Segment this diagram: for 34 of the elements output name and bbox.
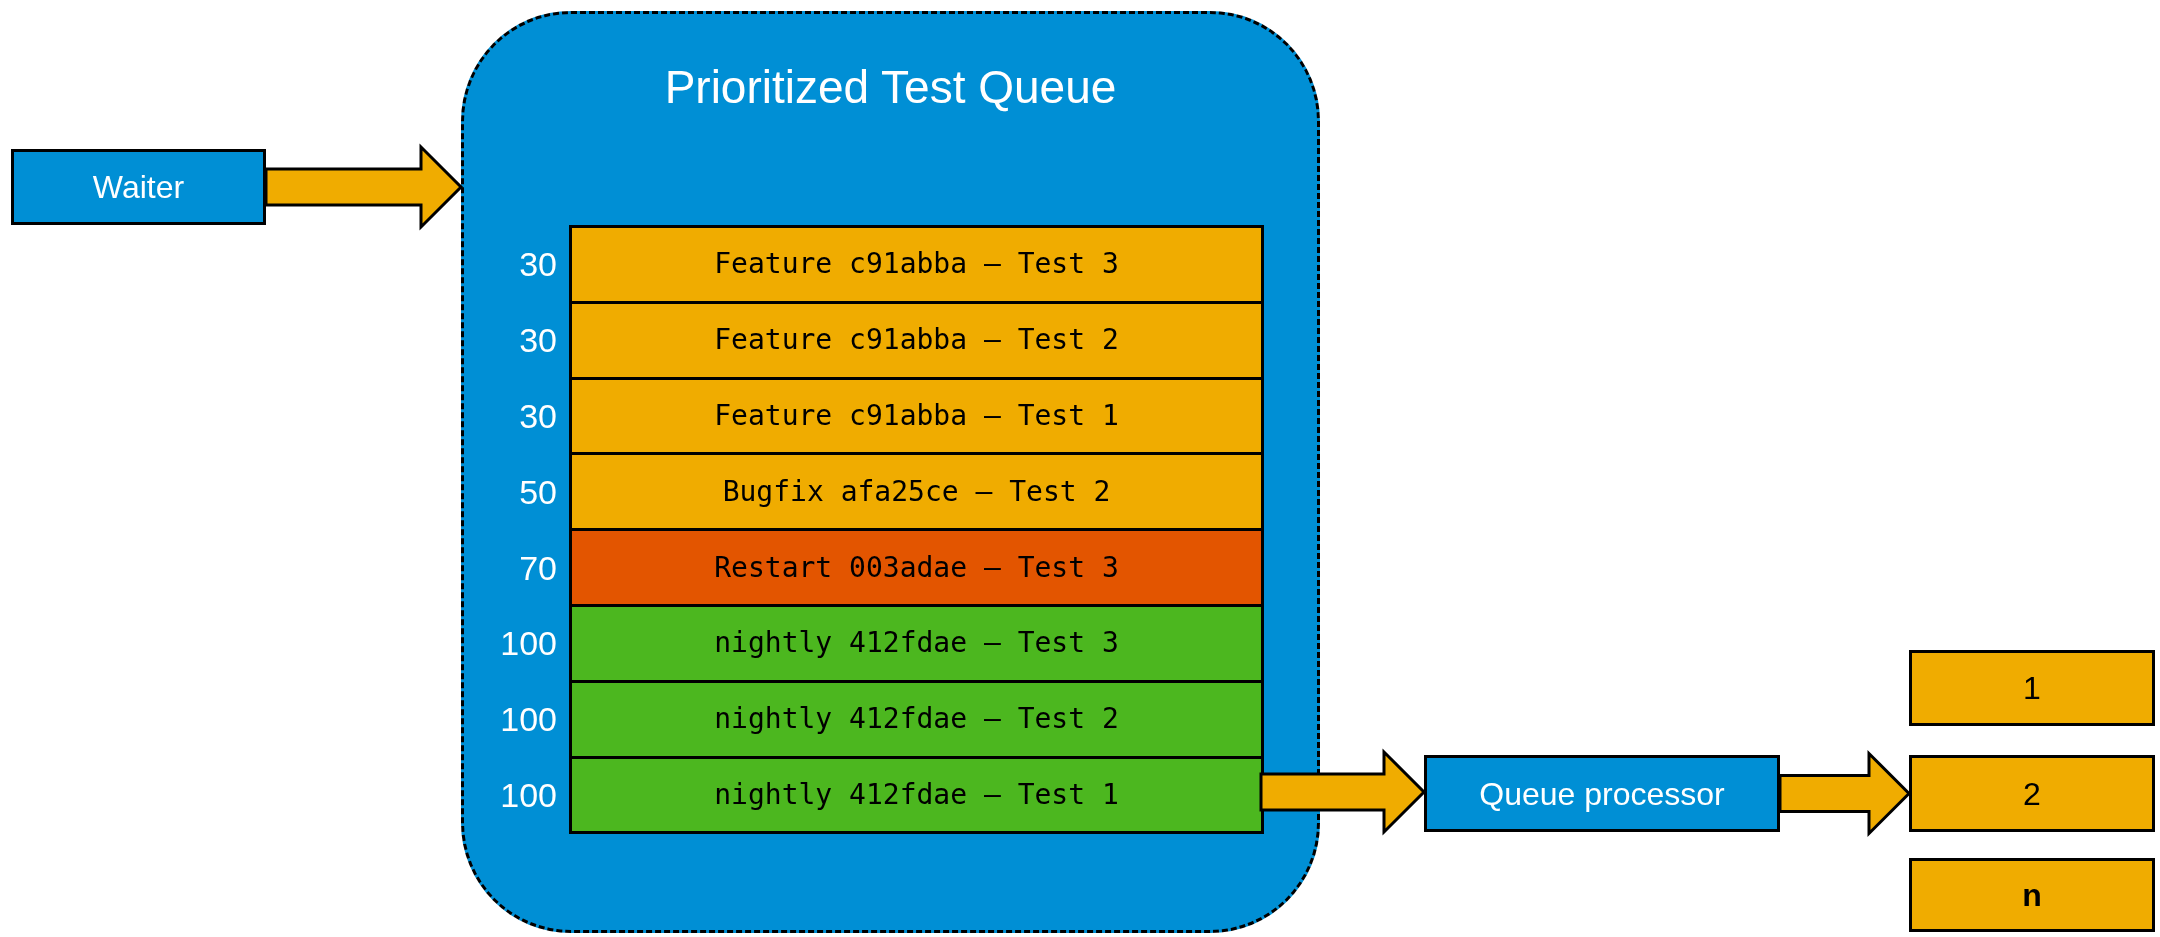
- queue-container: [461, 11, 1320, 933]
- queue-row: [569, 225, 1264, 304]
- row-label: nightly 412fdae – Test 2: [714, 701, 1119, 738]
- process-box: [11, 149, 266, 225]
- process-box: [1909, 755, 2155, 832]
- box-label: Queue processor: [1479, 774, 1725, 814]
- process-box: [1424, 755, 1780, 832]
- priority-number: 50: [518, 474, 557, 509]
- priority-number: 100: [499, 626, 557, 661]
- row-label: Bugfix afa25ce – Test 2: [722, 473, 1111, 510]
- row-label: Feature c91abba – Test 2: [714, 322, 1119, 359]
- block-arrow: [1259, 748, 1427, 836]
- box-label: Waiter: [92, 168, 185, 207]
- process-box: [1909, 858, 2155, 932]
- container-title: Prioritized Test Queue: [663, 64, 1118, 110]
- block-arrow: [1778, 749, 1912, 838]
- priority-number: 30: [518, 323, 557, 358]
- queue-row: [569, 528, 1264, 607]
- row-label: Feature c91abba – Test 1: [714, 398, 1119, 434]
- priority-number: 30: [518, 247, 557, 282]
- row-label: Feature c91abba – Test 3: [714, 246, 1119, 283]
- row-label: nightly 412fdae – Test 3: [714, 625, 1119, 662]
- box-label: 1: [2023, 669, 2041, 708]
- priority-number: 100: [499, 778, 557, 812]
- row-label: Restart 003adae – Test 3: [714, 549, 1119, 586]
- queue-row: [569, 604, 1264, 683]
- block-arrow: [264, 143, 464, 231]
- box-label: 2: [2023, 774, 2041, 814]
- row-label: nightly 412fdae – Test 1: [714, 777, 1119, 813]
- priority-number: 100: [499, 702, 557, 737]
- priority-number: 70: [518, 550, 557, 585]
- priority-number: 30: [518, 399, 557, 433]
- box-label: n: [2022, 876, 2042, 915]
- process-box: [1909, 650, 2155, 726]
